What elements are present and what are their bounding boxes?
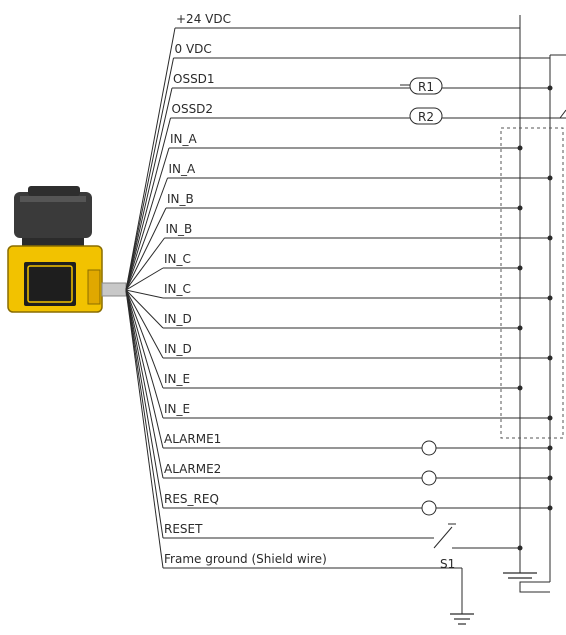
wire-line: IN_E xyxy=(163,402,553,421)
wire-line: IN_C xyxy=(163,252,523,271)
fan-wire xyxy=(125,87,173,291)
wire-line: OSSD2 xyxy=(170,102,566,119)
fan-wire xyxy=(125,289,164,479)
junction-dot xyxy=(547,415,553,421)
r1-label: R1 xyxy=(418,80,434,94)
junction-dot xyxy=(517,545,523,551)
wire-line: IN_E xyxy=(163,372,523,391)
junction-dot xyxy=(547,175,553,181)
wire-line: IN_C xyxy=(163,282,553,301)
junction-dot xyxy=(547,445,553,451)
junction-dot xyxy=(517,385,523,391)
lamp-icon xyxy=(421,500,437,516)
wire-line: ALARME1 xyxy=(163,432,553,456)
fan-wire xyxy=(125,177,168,291)
fan-wire xyxy=(125,57,174,291)
lamp-icon xyxy=(421,470,437,486)
wire-line: IN_D xyxy=(163,312,523,331)
wire-line: 0 VDC xyxy=(173,42,550,59)
junction-dot xyxy=(547,85,553,91)
junction-dot xyxy=(517,325,523,331)
wire-line: IN_B xyxy=(166,192,523,211)
wire-label: IN_C xyxy=(164,252,191,266)
junction-dot xyxy=(547,475,553,481)
wire-label: IN_D xyxy=(164,342,192,356)
relay-r1: R1 xyxy=(400,77,443,95)
fan-wire xyxy=(125,289,164,299)
junction-dot xyxy=(547,295,553,301)
wire-line: IN_D xyxy=(163,342,553,361)
lamp-icon xyxy=(421,440,437,456)
fan-wire xyxy=(125,117,171,291)
wire-label: IN_A xyxy=(169,162,197,176)
fan-wire xyxy=(125,147,170,291)
fan-wire xyxy=(125,237,165,291)
junction-dot xyxy=(547,505,553,511)
wire-label: ALARME2 xyxy=(164,462,221,476)
wire-label: IN_D xyxy=(164,312,192,326)
fan-wire xyxy=(125,289,164,539)
junction-dot xyxy=(517,145,523,151)
fan-wire xyxy=(125,289,164,569)
laser-scanner-device xyxy=(7,186,127,313)
wire-line: RES_REQ xyxy=(163,492,553,516)
wire-label: IN_B xyxy=(166,222,193,236)
ground-icon-right xyxy=(503,567,537,579)
input-selection-box xyxy=(500,127,564,439)
wire-label: IN_E xyxy=(164,372,190,386)
wire-label: Frame ground (Shield wire) xyxy=(164,552,327,566)
fan-wire xyxy=(125,207,167,291)
fan-wire xyxy=(125,267,164,291)
junction-dot xyxy=(517,205,523,211)
fan-wire xyxy=(125,27,176,291)
wire-line: Frame ground (Shield wire) xyxy=(163,552,463,598)
wire-label: IN_E xyxy=(164,402,190,416)
wire-label: +24 VDC xyxy=(176,12,231,26)
r2-label: R2 xyxy=(418,110,434,124)
wire-line: RESET xyxy=(163,522,434,539)
wire-line: ALARME2 xyxy=(163,462,553,486)
junction-dot xyxy=(547,235,553,241)
fan-wire xyxy=(125,289,164,329)
fan-wire xyxy=(125,289,164,509)
fan-wire xyxy=(125,289,164,449)
wire-label: IN_C xyxy=(164,282,191,296)
fan-wire xyxy=(125,289,164,419)
fan-wire xyxy=(125,289,164,359)
wire-label: OSSD2 xyxy=(172,102,214,116)
wire-label: RES_REQ xyxy=(164,492,219,506)
wire-label: IN_A xyxy=(170,132,198,146)
wire-line: IN_B xyxy=(164,222,553,241)
wire-line: IN_A xyxy=(167,162,553,181)
wire-label: IN_B xyxy=(167,192,194,206)
relay-r2: R2 xyxy=(409,107,443,125)
arrow-icon xyxy=(559,109,566,119)
reset-switch-s1: S1 xyxy=(433,523,520,571)
s1-label: S1 xyxy=(440,557,455,571)
fan-wire xyxy=(125,289,164,389)
wire-label: ALARME1 xyxy=(164,432,221,446)
wire-label: RESET xyxy=(164,522,203,536)
ground-icon-frame xyxy=(450,598,474,625)
wire-label: OSSD1 xyxy=(173,72,215,86)
wire-line: OSSD1 xyxy=(172,72,553,91)
wire-line: +24 VDC xyxy=(175,12,520,29)
junction-dot xyxy=(517,265,523,271)
junction-dot xyxy=(547,355,553,361)
wire-label: 0 VDC xyxy=(175,42,212,56)
wire-line: IN_A xyxy=(169,132,523,151)
